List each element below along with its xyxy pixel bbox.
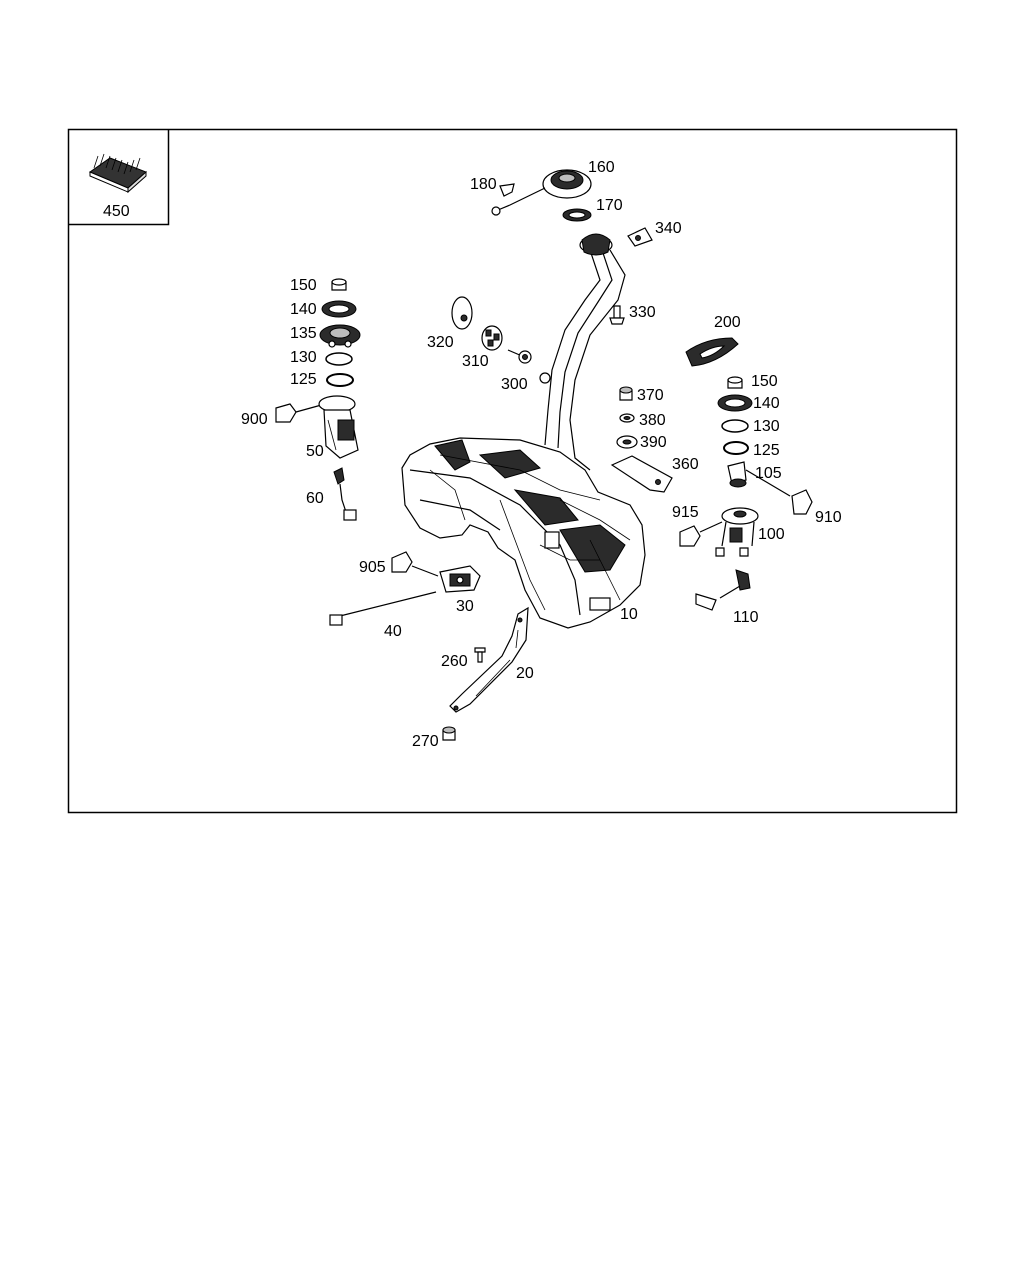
callout-270: 270 — [412, 733, 439, 750]
sender-unit-105 — [727, 461, 791, 497]
shield-200 — [685, 337, 739, 367]
cable-40 — [329, 591, 437, 626]
filler-neck-pipe — [539, 233, 626, 471]
callout-50: 50 — [306, 443, 324, 460]
level-sensor-110 — [695, 569, 751, 611]
level-sensor-60 — [333, 467, 357, 521]
bolt-330 — [609, 305, 625, 325]
callout-135: 135 — [290, 325, 317, 342]
callout-105: 105 — [755, 465, 782, 482]
callout-100: 100 — [758, 526, 785, 543]
callout-125-right: 125 — [753, 442, 780, 459]
fuel-tank-10 — [401, 437, 646, 629]
callout-170: 170 — [596, 197, 623, 214]
callout-900: 900 — [241, 411, 268, 428]
callout-260: 260 — [441, 653, 468, 670]
callout-30: 30 — [456, 598, 474, 615]
callout-110: 110 — [733, 609, 759, 626]
fuel-pump-50 — [318, 395, 359, 459]
callout-300: 300 — [501, 376, 528, 393]
seal-125-left — [326, 373, 354, 387]
label-tag-905 — [391, 551, 439, 577]
callout-360: 360 — [672, 456, 699, 473]
callout-130-left: 130 — [290, 349, 317, 366]
damper-320 — [451, 296, 473, 330]
callout-60: 60 — [306, 490, 324, 507]
callout-340: 340 — [655, 220, 682, 237]
callout-150-left: 150 — [290, 277, 317, 294]
callout-200: 200 — [714, 314, 741, 331]
pad-360 — [610, 455, 673, 493]
suction-unit-100 — [715, 507, 759, 557]
nut-270 — [442, 726, 456, 741]
diagram-border — [67, 128, 958, 814]
cover-plate-340 — [627, 227, 653, 247]
grommet-390 — [616, 435, 638, 449]
callout-130-right: 130 — [753, 418, 780, 435]
seal-125-right — [723, 441, 749, 455]
callout-330: 330 — [629, 304, 656, 321]
nut-150-right — [727, 376, 743, 389]
o-ring-130-right — [721, 419, 749, 433]
callout-125-left: 125 — [290, 371, 317, 388]
callout-905: 905 — [359, 559, 386, 576]
callout-160: 160 — [588, 159, 615, 176]
callout-150-right: 150 — [751, 373, 778, 390]
callout-10: 10 — [620, 606, 638, 623]
callout-labels: 160 180 170 340 150 140 135 130 125 900 … — [241, 159, 842, 750]
callout-180: 180 — [470, 176, 497, 193]
flange-135 — [319, 324, 361, 348]
label-tag-900 — [275, 403, 326, 423]
callout-910: 910 — [815, 509, 842, 526]
valve-30 — [439, 565, 481, 593]
callout-915: 915 — [672, 504, 699, 521]
washer-380 — [619, 413, 635, 423]
callout-370: 370 — [637, 387, 664, 404]
callout-310: 310 — [462, 353, 489, 370]
insulation-block-icon — [88, 153, 147, 194]
nut-150-left — [331, 278, 347, 291]
retaining-ring-140-left — [321, 300, 357, 318]
bolt-260 — [474, 647, 486, 663]
callout-390: 390 — [640, 434, 667, 451]
inset-box: 450 — [68, 129, 170, 226]
callout-20: 20 — [516, 665, 534, 682]
filler-cap-160 — [491, 169, 592, 216]
callout-140-right: 140 — [753, 395, 780, 412]
seal-ring-170 — [562, 208, 592, 222]
callout-380: 380 — [639, 412, 666, 429]
callout-140-left: 140 — [290, 301, 317, 318]
tank-strap-20 — [449, 606, 529, 713]
bracket-310 — [481, 325, 503, 351]
label-tag-915 — [679, 521, 723, 547]
inset-label: 450 — [103, 203, 130, 220]
retaining-ring-140-right — [717, 394, 753, 412]
tether-clip-180 — [499, 183, 515, 197]
o-ring-130-left — [325, 352, 353, 366]
callout-320: 320 — [427, 334, 454, 351]
label-tag-910 — [791, 489, 813, 515]
bolt-300 — [507, 349, 532, 364]
nut-370 — [619, 386, 633, 401]
callout-40: 40 — [384, 623, 402, 640]
